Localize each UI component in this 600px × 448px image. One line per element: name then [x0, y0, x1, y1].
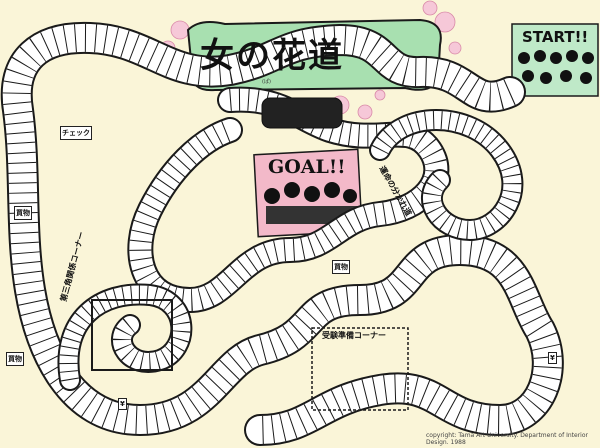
square-property: 買物: [332, 260, 350, 274]
right-loop: [369, 109, 524, 242]
left-spiral: [57, 283, 193, 391]
center-bottom-zone: [311, 327, 409, 411]
square-property: 買物: [14, 206, 32, 220]
goal-label: GOAL!!: [268, 156, 346, 178]
square-money: ¥: [118, 398, 127, 410]
square-money: ¥: [548, 352, 557, 364]
start-label: START!!: [522, 28, 589, 46]
square-property: 買物: [6, 352, 24, 366]
board-title: 女の花道: [200, 36, 344, 76]
car-block: [261, 97, 343, 129]
start-players: [518, 50, 594, 84]
square-check: チェック: [60, 126, 92, 140]
zone-center-bottom: 受験準備コーナー: [322, 331, 386, 340]
left-spiral-center: [91, 299, 173, 371]
title-sub: (ぱ): [262, 79, 271, 85]
inner-track: [127, 86, 450, 314]
goal-figures: [264, 182, 358, 224]
board-track: [0, 21, 564, 446]
copyright: copyright: Tama Art University. Departme…: [426, 432, 588, 446]
